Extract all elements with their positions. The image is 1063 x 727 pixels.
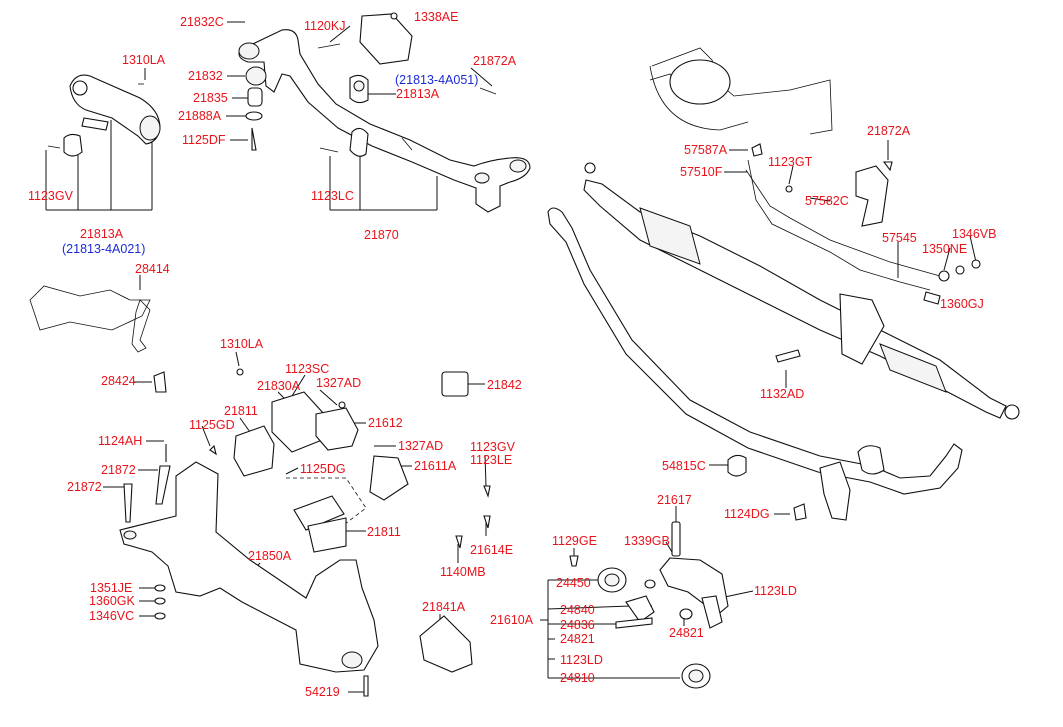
label-24836: 24836 xyxy=(560,618,595,632)
label-57587A: 57587A xyxy=(684,143,728,157)
engine-mount-bracket xyxy=(47,74,161,157)
label-24821-right: 24821 xyxy=(669,626,704,640)
label-1125DG: 1125DG xyxy=(300,462,346,476)
label-28424: 28424 xyxy=(101,374,136,388)
label-21850A: 21850A xyxy=(248,549,292,563)
label-21872-upper: 21872 xyxy=(101,463,136,477)
label-21813-4A021: (21813-4A021) xyxy=(62,242,146,256)
label-1123LC: 1123LC xyxy=(311,189,354,203)
subframe-21850A xyxy=(119,371,491,697)
label-1125GD: 1125GD xyxy=(189,418,235,432)
label-21870: 21870 xyxy=(364,228,399,242)
label-54815C: 54815C xyxy=(662,459,706,473)
label-1120KJ: 1120KJ xyxy=(304,19,346,33)
label-1346VC: 1346VC xyxy=(89,609,135,623)
label-57582C: 57582C xyxy=(805,194,849,208)
label-1129GE: 1129GE xyxy=(552,534,597,548)
label-57545: 57545 xyxy=(882,231,917,245)
label-1124DG: 1124DG xyxy=(724,507,770,521)
label-21811-top: 21811 xyxy=(224,404,258,418)
label-1310LA-mid: 1310LA xyxy=(220,337,264,351)
label-21872A-top: 21872A xyxy=(473,54,517,68)
label-1360GJ: 1360GJ xyxy=(940,297,984,311)
label-1350NE: 1350NE xyxy=(922,242,968,256)
label-1125DF: 1125DF xyxy=(182,133,226,147)
label-21813A-left: 21813A xyxy=(80,227,124,241)
label-21832: 21832 xyxy=(188,69,223,83)
label-21610A: 21610A xyxy=(490,613,534,627)
label-21813-4A051: (21813-4A051) xyxy=(395,73,479,87)
label-1346VB: 1346VB xyxy=(952,227,997,241)
steering-rack xyxy=(583,47,1020,420)
label-1123GV-mid: 1123GV xyxy=(470,440,515,454)
pump-bracket-assembly xyxy=(569,521,729,689)
label-1140MB: 1140MB xyxy=(440,565,486,579)
label-1310LA-top: 1310LA xyxy=(122,53,166,67)
label-1123LE: 1123LE xyxy=(470,453,513,467)
label-1123GT: 1123GT xyxy=(768,155,813,169)
label-1339GB: 1339GB xyxy=(624,534,670,548)
label-21830A: 21830A xyxy=(257,379,301,393)
label-1360GK: 1360GK xyxy=(89,594,135,608)
stabilizer-bar xyxy=(547,207,963,521)
label-21811-bottom: 21811 xyxy=(367,525,401,539)
bracket-28414 xyxy=(29,285,244,393)
label-24840: 24840 xyxy=(560,603,595,617)
label-1123LD-right: 1123LD xyxy=(754,584,797,598)
label-21612: 21612 xyxy=(368,416,403,430)
label-21841A: 21841A xyxy=(422,600,466,614)
label-1327AD-mid: 1327AD xyxy=(398,439,444,453)
label-57510F: 57510F xyxy=(680,165,723,179)
label-1123LD-list: 1123LD xyxy=(560,653,603,667)
label-28414: 28414 xyxy=(135,262,170,276)
label-24821-left: 24821 xyxy=(560,632,595,646)
label-21832C: 21832C xyxy=(180,15,224,29)
crossmember-21870 xyxy=(238,12,531,213)
label-54219: 54219 xyxy=(305,685,340,699)
label-21835: 21835 xyxy=(193,91,228,105)
label-1123SC: 1123SC xyxy=(285,362,330,376)
label-1351JE: 1351JE xyxy=(90,581,133,595)
label-1338AE: 1338AE xyxy=(414,10,459,24)
label-24450: 24450 xyxy=(556,576,591,590)
label-21617: 21617 xyxy=(657,493,692,507)
label-21842: 21842 xyxy=(487,378,522,392)
label-1132AD: 1132AD xyxy=(760,387,805,401)
label-1123GV-left: 1123GV xyxy=(28,189,73,203)
label-21614E: 21614E xyxy=(470,543,514,557)
label-1327AD-top: 1327AD xyxy=(316,376,362,390)
label-21611A: 21611A xyxy=(414,459,457,473)
label-1124AH: 1124AH xyxy=(98,434,143,448)
label-24810: 24810 xyxy=(560,671,595,685)
label-21813A-top: 21813A xyxy=(396,87,440,101)
label-21872A-right: 21872A xyxy=(867,124,911,138)
label-21888A: 21888A xyxy=(178,109,222,123)
label-21872-lower: 21872 xyxy=(67,480,102,494)
